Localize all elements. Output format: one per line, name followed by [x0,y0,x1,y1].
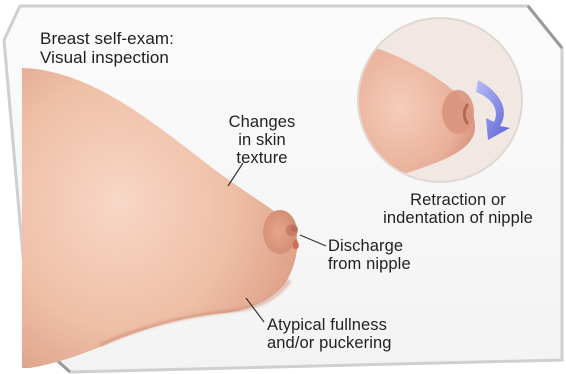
label-skin-texture: Changes in skin texture [206,113,318,167]
label-fullness: Atypical fullness and/or puckering [267,316,392,352]
label-discharge: Discharge from nipple [328,237,411,273]
label-retraction: Retraction or indentation of nipple [358,191,558,227]
diagram-title: Breast self-exam: Visual inspection [40,29,174,67]
